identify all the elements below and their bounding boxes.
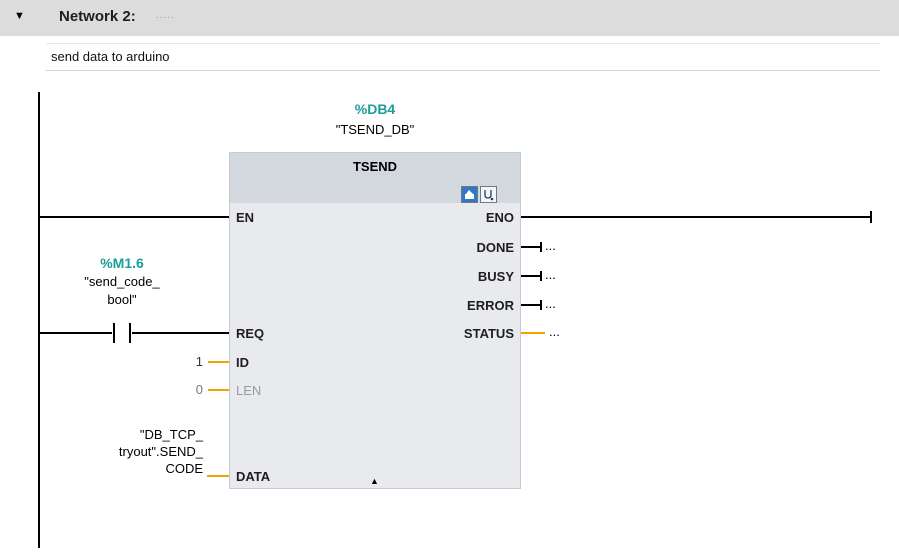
- pin-done[interactable]: DONE: [476, 240, 514, 255]
- expand-block-icon[interactable]: ▲: [370, 476, 379, 486]
- pin-error[interactable]: ERROR: [467, 298, 514, 313]
- error-operand[interactable]: ...: [545, 296, 556, 311]
- tsend-function-block[interactable]: TSEND ▲: [229, 152, 521, 489]
- pin-req[interactable]: REQ: [236, 326, 265, 341]
- open-block-icon[interactable]: [461, 186, 478, 203]
- id-operand[interactable]: 1: [195, 354, 203, 369]
- network-header: ▼ Network 2: .....: [0, 0, 899, 36]
- data-operand-line1: "DB_TCP_: [139, 427, 203, 442]
- pin-id[interactable]: ID: [236, 355, 249, 370]
- pin-data[interactable]: DATA: [236, 469, 271, 484]
- data-operand[interactable]: "DB_TCP_ tryout".SEND_ CODE: [60, 426, 203, 477]
- pin-status[interactable]: STATUS: [463, 326, 514, 341]
- contact-symbol-line1: "send_code_: [84, 274, 160, 289]
- network-title: Network 2:: [59, 8, 136, 25]
- data-operand-line3: CODE: [165, 461, 203, 476]
- instance-db-address[interactable]: %DB4: [354, 101, 396, 117]
- collapse-triangle-icon[interactable]: ▼: [14, 10, 25, 22]
- pin-len[interactable]: LEN: [236, 383, 262, 398]
- data-operand-line2: tryout".SEND_: [118, 444, 203, 459]
- pin-eno[interactable]: ENO: [485, 210, 514, 225]
- done-operand[interactable]: ...: [545, 238, 556, 253]
- network-comment-text: send data to arduino: [51, 49, 170, 64]
- pin-en[interactable]: EN: [236, 210, 255, 225]
- contact-symbol[interactable]: "send_code_ bool": [52, 273, 192, 309]
- busy-operand[interactable]: ...: [545, 267, 556, 282]
- status-operand[interactable]: ...: [549, 324, 560, 339]
- diagnostics-icon[interactable]: [480, 186, 497, 203]
- network-title-placeholder[interactable]: .....: [156, 10, 175, 21]
- len-operand[interactable]: 0: [195, 382, 203, 397]
- contact-address[interactable]: %M1.6: [100, 255, 144, 271]
- block-header: TSEND: [230, 153, 520, 203]
- network-comment-field[interactable]: send data to arduino: [46, 43, 880, 71]
- contact-symbol-line2: bool": [107, 292, 137, 307]
- block-type-label: TSEND: [352, 159, 398, 174]
- pin-busy[interactable]: BUSY: [477, 269, 514, 284]
- instance-db-name[interactable]: "TSEND_DB": [335, 122, 415, 137]
